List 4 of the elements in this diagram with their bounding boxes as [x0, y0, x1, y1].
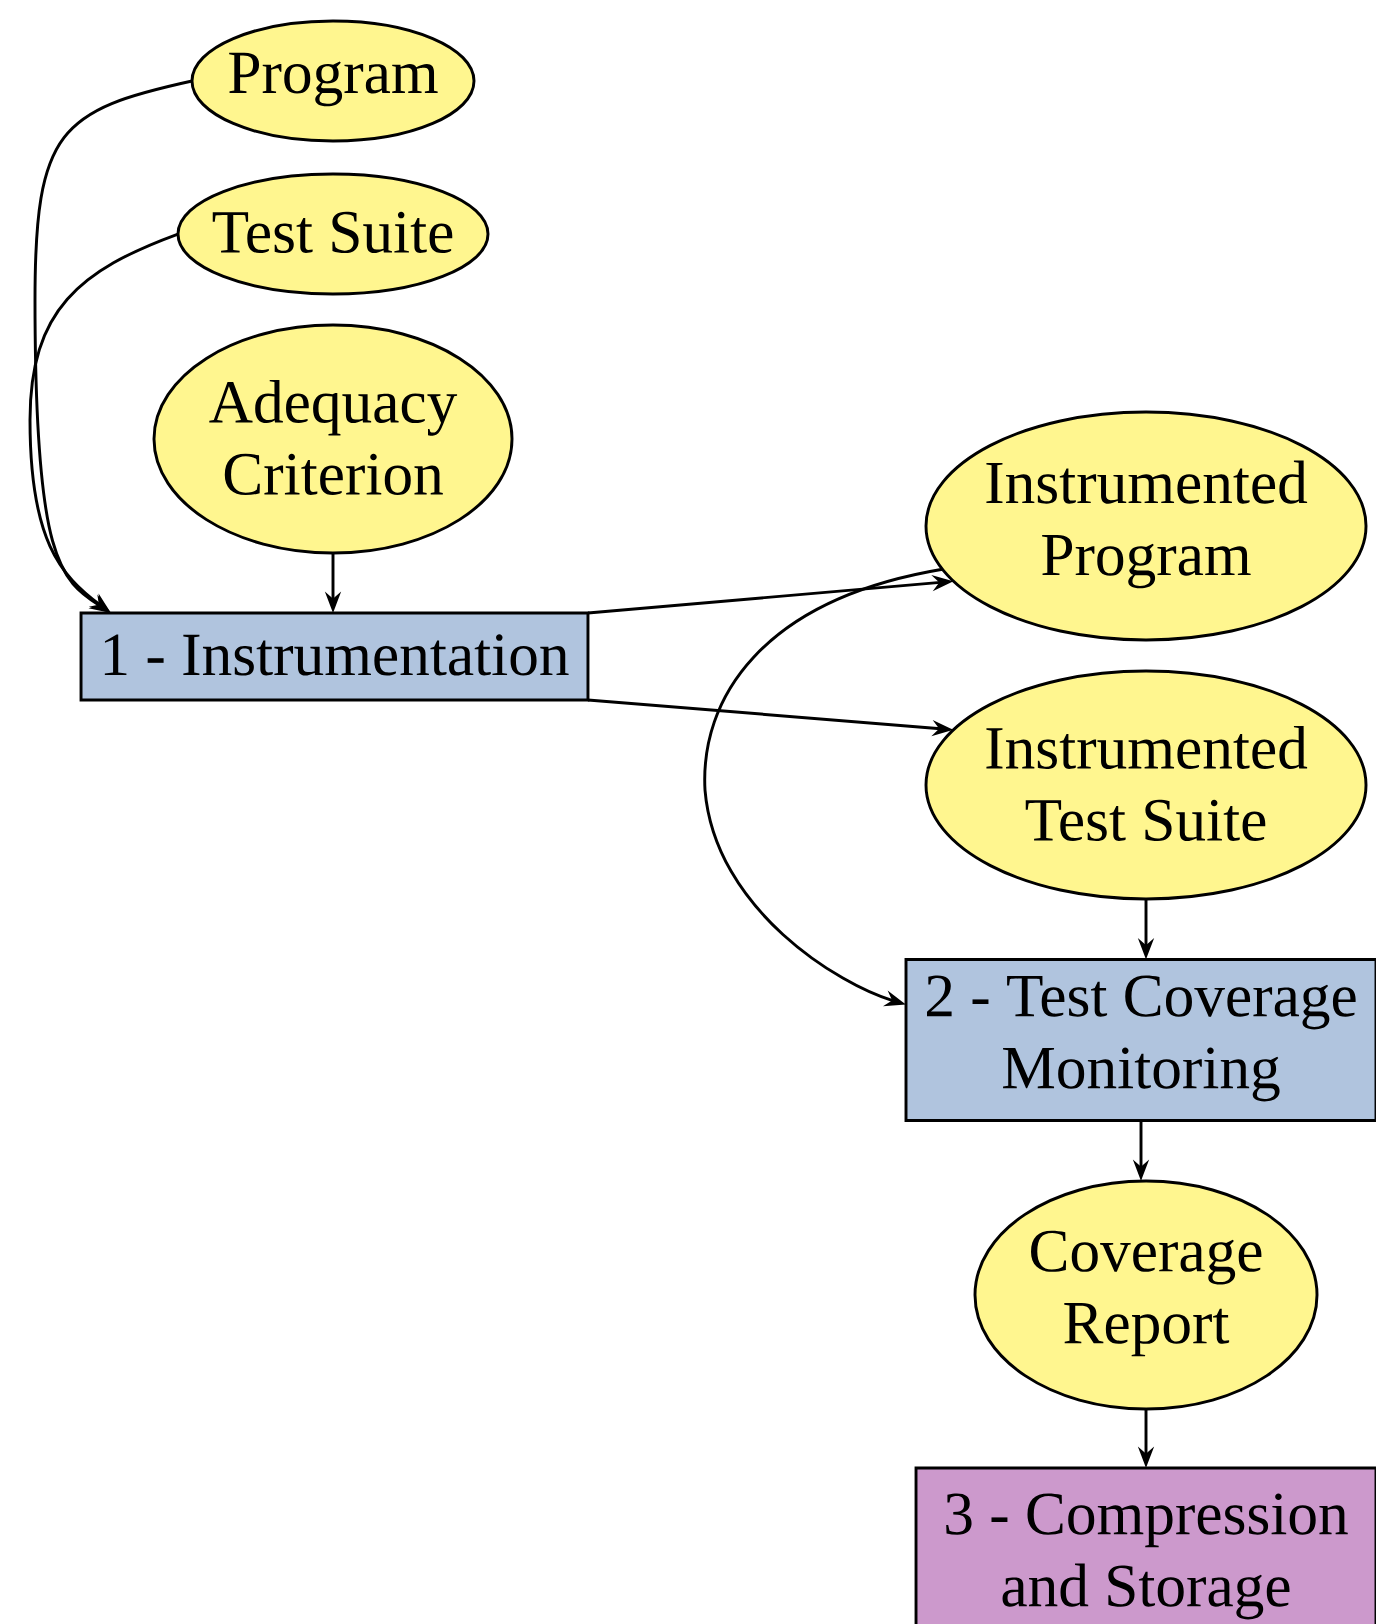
- process-box: 1 - Instrumentation: [79, 611, 590, 702]
- process-box: 3 - Compression and Storage: [914, 1466, 1376, 1624]
- arrow: [33, 79, 193, 613]
- process-box: 2 - Test Coverage Monitoring: [904, 958, 1376, 1122]
